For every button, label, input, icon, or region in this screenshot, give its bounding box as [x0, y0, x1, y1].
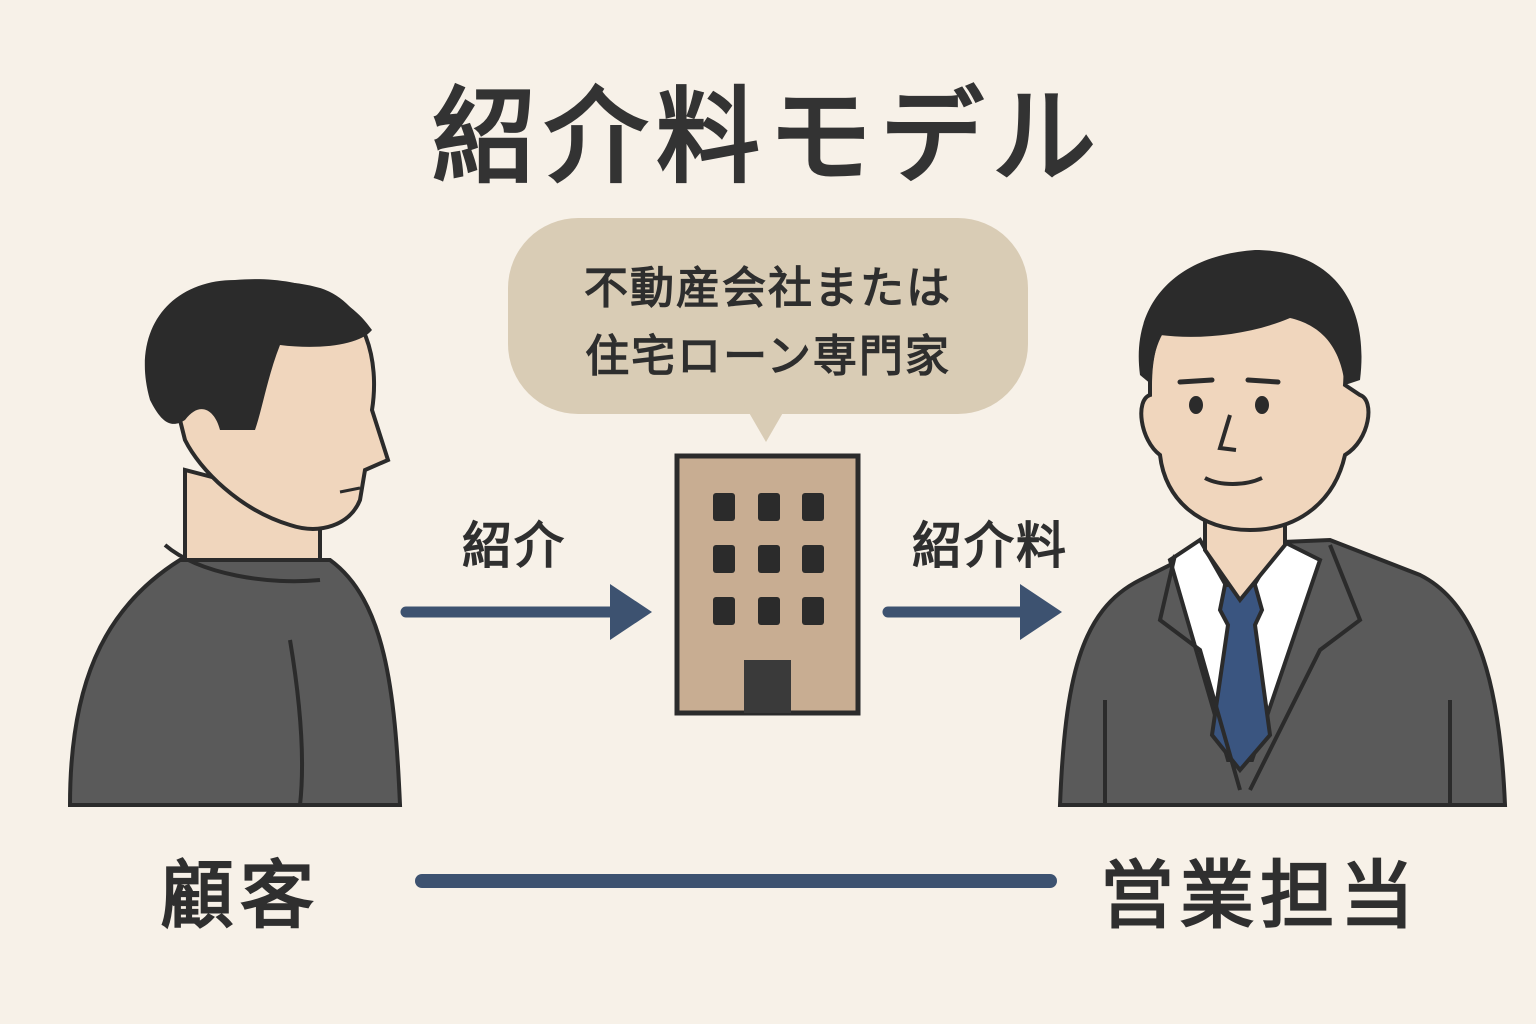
sales-rep-tie: [1209, 583, 1273, 774]
customer-figure: [67, 279, 403, 807]
bubble-text-line-1: 不動産会社または: [584, 263, 952, 314]
sales-rep-mouth: [1204, 476, 1263, 486]
sales-rep-label: 営業担当: [1100, 853, 1420, 939]
customer-body: [67, 558, 403, 807]
speech-bubble-tail: [744, 404, 788, 442]
building-windows: [713, 493, 824, 625]
bubble-text-line-2: 住宅ローン専門家: [585, 331, 951, 382]
sales-rep-left-eye: [1189, 396, 1203, 414]
introduction-label: 紹介: [462, 517, 566, 575]
sales-rep-right-eye: [1255, 396, 1269, 414]
sales-rep-nose: [1217, 414, 1237, 452]
building-door: [744, 660, 791, 713]
fee-arrow: [882, 584, 1062, 640]
company-building: [674, 453, 861, 716]
sales-rep-figure: [1057, 250, 1508, 807]
introduction-arrow: [400, 584, 652, 640]
customer-label: 顧客: [160, 853, 320, 939]
fee-label: 紹介料: [912, 517, 1068, 575]
speech-bubble: [508, 218, 1028, 414]
customer-hair: [144, 279, 372, 430]
diagram-title: 紹介料モデル: [431, 76, 1104, 198]
sales-rep-hair: [1138, 250, 1362, 385]
